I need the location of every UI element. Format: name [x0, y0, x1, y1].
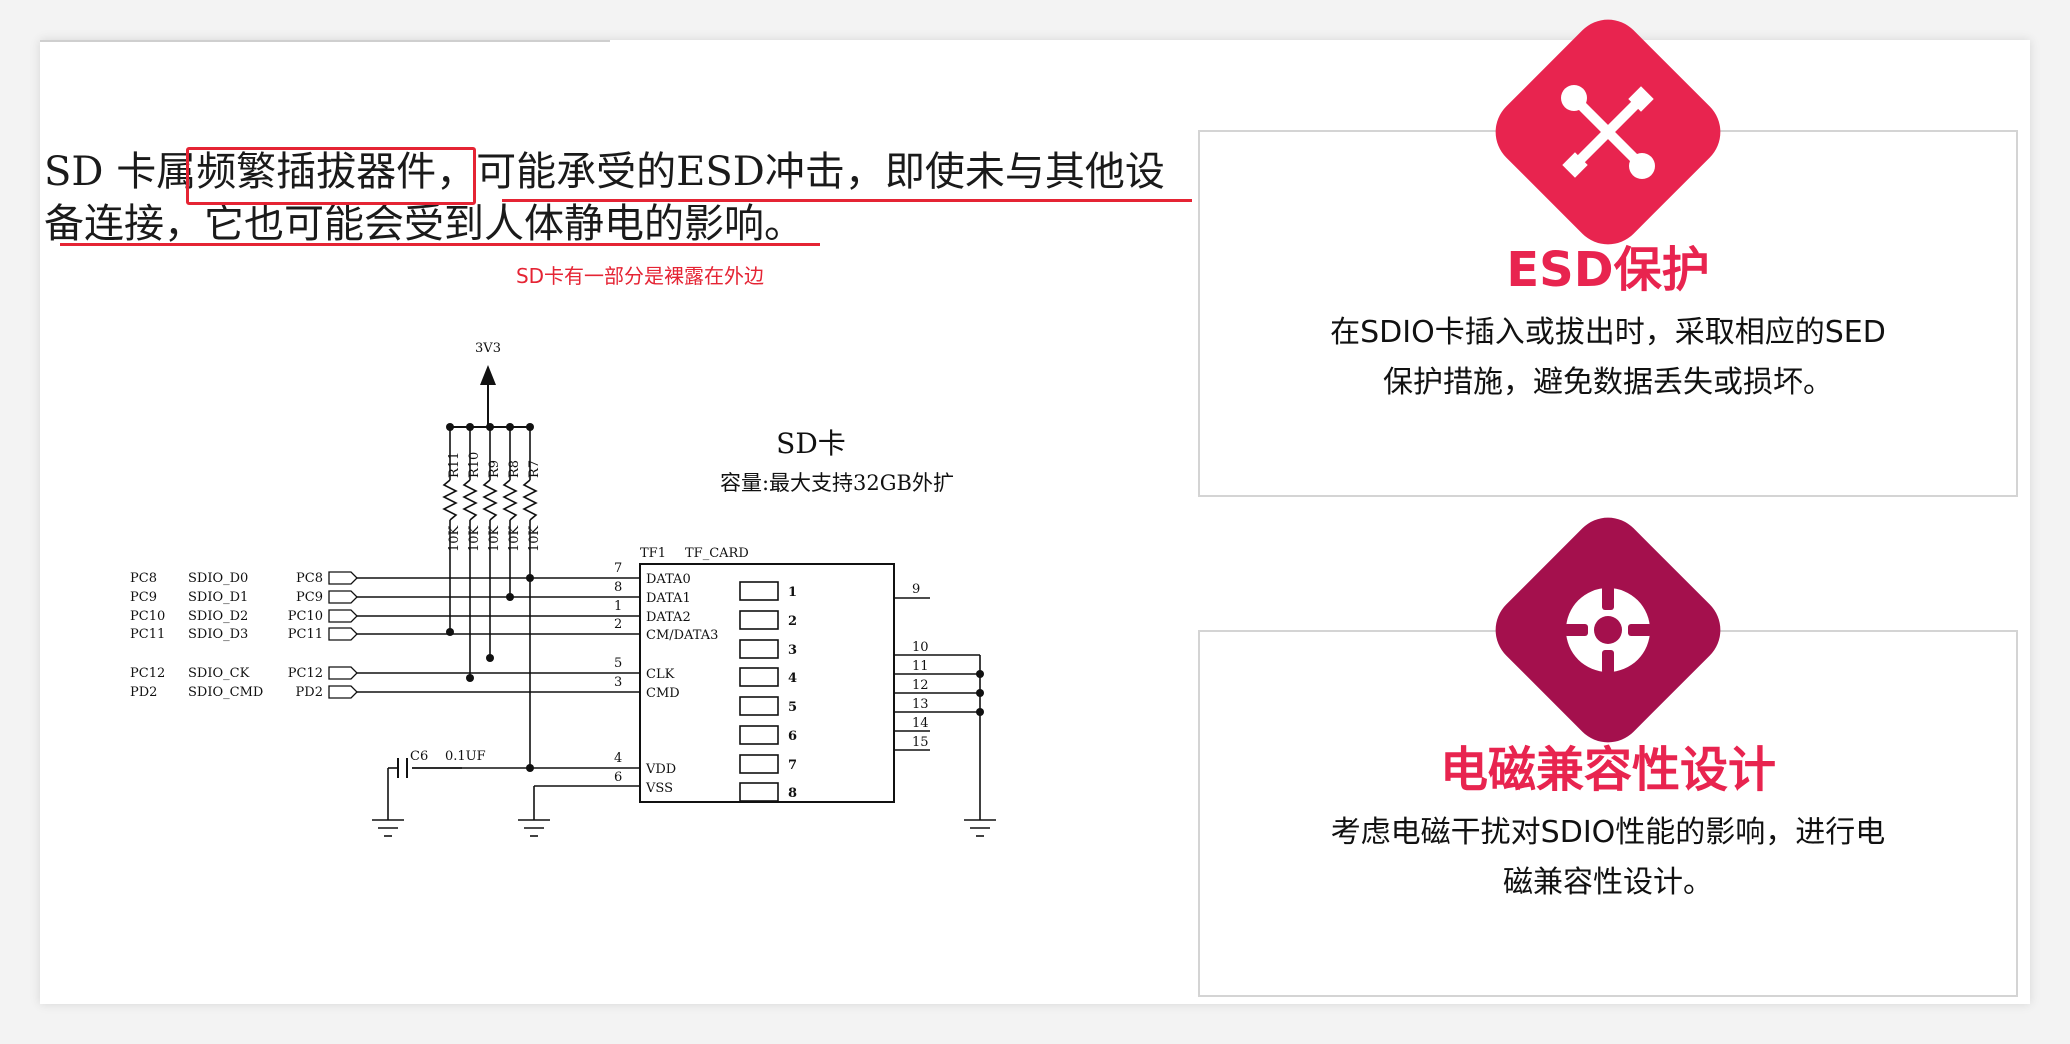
svg-text:SDIO_CMD: SDIO_CMD: [188, 685, 263, 700]
pin-vss-label: VSS: [645, 781, 673, 796]
top-divider: [40, 40, 610, 42]
emc-card-title: 电磁兼容性设计: [1439, 742, 1776, 798]
svg-text:PC9: PC9: [130, 590, 157, 605]
svg-text:10K: 10K: [487, 525, 502, 552]
resistor-r9: R9 10K: [482, 423, 502, 662]
para-highlight: 频繁插拔器件: [196, 149, 437, 195]
svg-text:3: 3: [788, 643, 797, 658]
emc-card-desc-1: 考虑电磁干扰对SDIO性能的影响，进行电: [1330, 815, 1886, 850]
signal-row-pc9: PC9 SDIO_D1 PC9 8 DATA1: [130, 580, 691, 606]
chip-name: TF_CARD: [685, 546, 749, 561]
signal-row-pd2: PD2 SDIO_CMD PD2 3 CMD: [130, 675, 680, 701]
tf-card-chip: [639, 563, 895, 803]
svg-text:SDIO_D3: SDIO_D3: [188, 627, 248, 642]
svg-text:PC10: PC10: [130, 609, 165, 624]
cap-value: 0.1UF: [445, 749, 486, 764]
para-part2: ，可能承受的ESD冲击，即使未与其他设备连接，它也可能会受到人体静电的影响。: [44, 149, 1165, 247]
card-pads: 1 2 3 4 5 6 7 8: [739, 581, 797, 802]
cap-ref: C6: [410, 749, 428, 764]
pin-vdd-label: VDD: [645, 762, 676, 777]
schematic-subtitle: 容量:最大支持32GB外扩: [720, 471, 954, 495]
pin-12: 12: [912, 678, 929, 693]
ground-symbol: [518, 819, 550, 837]
svg-text:PC10: PC10: [288, 609, 323, 624]
svg-text:2: 2: [614, 617, 622, 632]
svg-text:PC8: PC8: [296, 571, 323, 586]
signal-row-pc12: PC12 SDIO_CK PC12 5 CLK: [130, 656, 675, 682]
svg-text:8: 8: [614, 580, 622, 595]
emc-card-desc-2: 磁兼容性设计。: [1503, 865, 1713, 900]
svg-text:PC12: PC12: [288, 666, 323, 681]
svg-text:SDIO_D2: SDIO_D2: [188, 609, 248, 624]
red-note: SD卡有一部分是裸露在外边: [515, 264, 765, 288]
svg-text:PC11: PC11: [288, 627, 323, 642]
svg-text:R8: R8: [507, 460, 522, 478]
pin-13: 13: [912, 697, 929, 712]
pin-vss-num: 6: [614, 770, 622, 785]
svg-text:PD2: PD2: [130, 685, 157, 700]
resistor-r10: R10 10K: [462, 423, 482, 682]
svg-text:CLK: CLK: [646, 667, 675, 682]
pin-14: 14: [912, 716, 929, 731]
pin-vdd-num: 4: [614, 751, 622, 766]
svg-text:5: 5: [788, 700, 797, 715]
svg-text:DATA0: DATA0: [646, 572, 691, 587]
svg-text:7: 7: [788, 758, 797, 773]
signal-row-pc10: PC10 SDIO_D2 PC10 1 DATA2: [130, 599, 691, 625]
wrench-screwdriver-icon: [1561, 85, 1655, 179]
pin-15: 15: [912, 735, 929, 750]
svg-text:PC9: PC9: [296, 590, 323, 605]
svg-text:10K: 10K: [507, 525, 522, 552]
resistor-r11: R11 10K: [442, 423, 462, 636]
svg-text:DATA1: DATA1: [646, 591, 691, 606]
esd-card-desc-1: 在SDIO卡插入或拔出时，采取相应的SED: [1330, 315, 1886, 350]
svg-text:CMD: CMD: [646, 686, 680, 701]
svg-text:1: 1: [788, 585, 797, 600]
svg-text:CM/DATA3: CM/DATA3: [646, 628, 718, 643]
svg-text:SDIO_CK: SDIO_CK: [188, 666, 250, 681]
power-label: 3V3: [475, 341, 501, 356]
emc-coil-icon: [1564, 586, 1652, 674]
svg-text:4: 4: [788, 671, 797, 686]
chip-ref: TF1: [640, 546, 666, 561]
svg-text:PC12: PC12: [130, 666, 165, 681]
svg-text:R10: R10: [467, 452, 482, 478]
svg-text:R7: R7: [527, 460, 542, 478]
svg-text:2: 2: [788, 614, 797, 629]
svg-text:8: 8: [788, 786, 797, 801]
sd-card-schematic: SD卡 容量:最大支持32GB外扩 3V3 R11 10K R10 10K: [130, 341, 996, 837]
esd-card-title: ESD保护: [1506, 242, 1710, 298]
intro-paragraph: SD 卡属频繁插拔器件，可能承受的ESD冲击，即使未与其他设备连接，它也可能会受…: [44, 146, 1184, 250]
svg-text:R9: R9: [487, 460, 502, 478]
slide: SD 卡属频繁插拔器件，可能承受的ESD冲击，即使未与其他设备连接，它也可能会受…: [40, 4, 2030, 1004]
pin-11: 11: [912, 659, 929, 674]
svg-text:1: 1: [614, 599, 622, 614]
pin-10: 10: [912, 640, 929, 655]
svg-text:5: 5: [614, 656, 622, 671]
svg-text:3: 3: [614, 675, 622, 690]
ground-symbol: [372, 819, 404, 837]
resistor-r7: R7 10K: [522, 423, 542, 582]
esd-card-desc-2: 保护措施，避免数据丢失或损坏。: [1383, 365, 1833, 400]
schematic-title: SD卡: [776, 427, 846, 460]
svg-text:R11: R11: [447, 452, 462, 478]
svg-text:7: 7: [614, 561, 622, 576]
svg-text:SDIO_D0: SDIO_D0: [188, 571, 248, 586]
svg-text:PD2: PD2: [296, 685, 323, 700]
svg-text:10K: 10K: [467, 525, 482, 552]
svg-text:PC11: PC11: [130, 627, 165, 642]
svg-text:PC8: PC8: [130, 571, 157, 586]
svg-text:SDIO_D1: SDIO_D1: [188, 590, 248, 605]
svg-text:6: 6: [788, 729, 797, 744]
resistor-r8: R8 10K: [502, 423, 522, 601]
ground-symbol: [964, 819, 996, 837]
svg-text:10K: 10K: [447, 525, 462, 552]
power-arrow: [480, 365, 496, 385]
svg-text:10K: 10K: [527, 525, 542, 552]
svg-text:DATA2: DATA2: [646, 610, 691, 625]
pin-9: 9: [912, 582, 920, 597]
signal-row-pc11: PC11 SDIO_D3 PC11 2 CM/DATA3: [130, 617, 718, 643]
signal-row-pc8: PC8 SDIO_D0 PC8 7 DATA0: [130, 561, 691, 587]
para-part1: SD 卡属: [44, 149, 197, 195]
